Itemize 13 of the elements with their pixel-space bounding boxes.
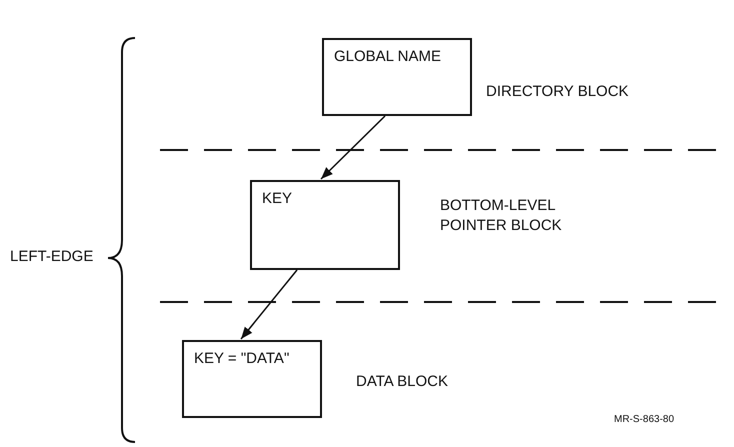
block-caption: DATA BLOCK (356, 372, 449, 392)
block-caption: DIRECTORY BLOCK (486, 82, 630, 102)
block-name: KEY = "DATA" (194, 350, 290, 367)
block-box (322, 38, 472, 116)
block-name: KEY (262, 190, 292, 207)
arrow (320, 115, 386, 180)
block-box (250, 180, 400, 270)
figure-code: MR-S-863-80 (614, 414, 674, 425)
block-caption: BOTTOM-LEVEL POINTER BLOCK (440, 196, 563, 236)
side-label: LEFT-EDGE (10, 248, 94, 265)
block-box (182, 340, 322, 418)
arrow (240, 270, 298, 340)
block-name: GLOBAL NAME (334, 48, 441, 65)
